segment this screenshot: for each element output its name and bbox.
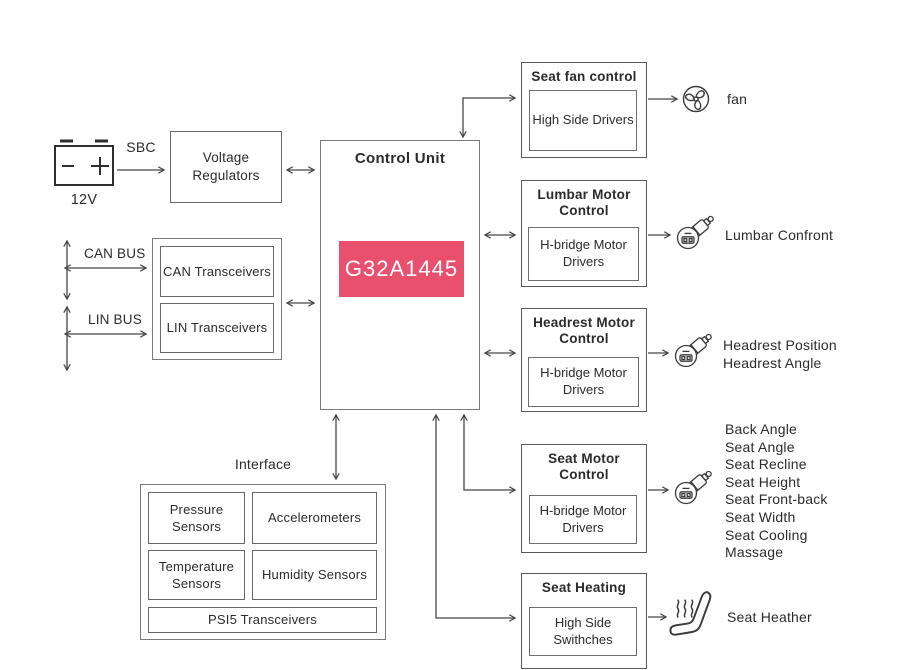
humidity-sensors-box: Humidity Sensors [252, 550, 377, 600]
h-bridge-drivers-box: H-bridge Motor Drivers [528, 227, 639, 281]
humidity-sensors-label: Humidity Sensors [261, 567, 368, 583]
interface-title: Interface [234, 456, 292, 472]
arrow-cu-seatfan [459, 94, 517, 139]
can-transceivers-box: CAN Transceivers [160, 246, 274, 297]
arrow-cu-seatmotor [460, 413, 517, 494]
accelerometers-label: Accelerometers [267, 510, 362, 526]
lin-transceivers-label: LIN Transceivers [166, 320, 268, 336]
seat-heater-output-label: Seat Heather [727, 609, 812, 625]
voltage-regulators-label: Voltage Regulators [192, 150, 260, 183]
can-transceivers-label: CAN Transceivers [163, 263, 271, 279]
module-title: Seat Heating [541, 580, 627, 595]
output-label: Massage [725, 544, 784, 561]
psi5-transceivers-label: PSI5 Transceivers [208, 612, 317, 628]
control-unit-title: Control Unit [354, 150, 446, 167]
output-label: Seat Front-back [725, 491, 828, 508]
temperature-sensors-label: Temperature Sensors [158, 558, 235, 591]
high-side-switches-box: High Side Swithches [529, 607, 637, 656]
battery-icon [54, 139, 114, 186]
lin-bus-label: LIN BUS [88, 312, 142, 327]
output-label: Seat Cooling [725, 526, 808, 543]
mcu-chip: G32A1445 [339, 241, 464, 297]
output-label: Headrest Angle [723, 354, 822, 371]
lin-transceivers-box: LIN Transceivers [160, 303, 274, 353]
h-bridge-drivers-box: H-bridge Motor Drivers [528, 357, 639, 407]
temperature-sensors-box: Temperature Sensors [148, 550, 245, 600]
fan-icon [682, 85, 710, 113]
pressure-sensors-label: Pressure Sensors [169, 501, 224, 534]
motor-icon [674, 330, 715, 368]
seat-heating-box: Seat Heating High Side Swithches [521, 573, 647, 669]
module-title: Seat Motor Control [548, 451, 620, 483]
arrow-cu-seatheating [432, 413, 517, 622]
voltage-regulators-box: Voltage Regulators [170, 131, 282, 203]
lumbar-motor-control-box: Lumbar Motor Control H-bridge Motor Driv… [521, 180, 647, 287]
can-bus-label: CAN BUS [84, 246, 146, 261]
headrest-output-labels: Headrest Position Headrest Angle [723, 337, 837, 372]
lumbar-output-label: Lumbar Confront [725, 227, 834, 243]
module-title: Seat fan control [531, 69, 637, 84]
seat-motor-control-box: Seat Motor Control H-bridge Motor Driver… [521, 444, 647, 553]
seat-fan-control-box: Seat fan control High Side Drivers [521, 62, 647, 158]
seat-heater-icon [669, 591, 712, 636]
output-label: Back Angle [725, 421, 798, 437]
output-label: Seat Angle [725, 438, 795, 455]
seat-motor-output-labels: Back Angle Seat Angle Seat Recline Seat … [725, 421, 828, 562]
module-title: Headrest Motor Control [533, 315, 635, 347]
psi5-transceivers-box: PSI5 Transceivers [148, 607, 377, 633]
fan-output-label: fan [727, 91, 748, 107]
control-unit-box: Control Unit G32A1445 [320, 140, 480, 410]
output-label: Headrest Position [723, 337, 837, 353]
module-title: Lumbar Motor Control [537, 187, 631, 219]
battery-voltage-label: 12V [70, 192, 98, 208]
output-label: Seat Height [725, 473, 801, 490]
accelerometers-box: Accelerometers [252, 492, 377, 544]
sbc-label: SBC [126, 139, 156, 155]
output-label: Seat Recline [725, 456, 807, 473]
output-label: Seat Width [725, 508, 796, 525]
motor-icon [676, 212, 717, 250]
h-bridge-drivers-box: H-bridge Motor Drivers [529, 495, 637, 544]
high-side-drivers-box: High Side Drivers [529, 90, 637, 151]
motor-icon [674, 467, 715, 505]
headrest-motor-control-box: Headrest Motor Control H-bridge Motor Dr… [521, 308, 647, 412]
pressure-sensors-box: Pressure Sensors [148, 492, 245, 544]
